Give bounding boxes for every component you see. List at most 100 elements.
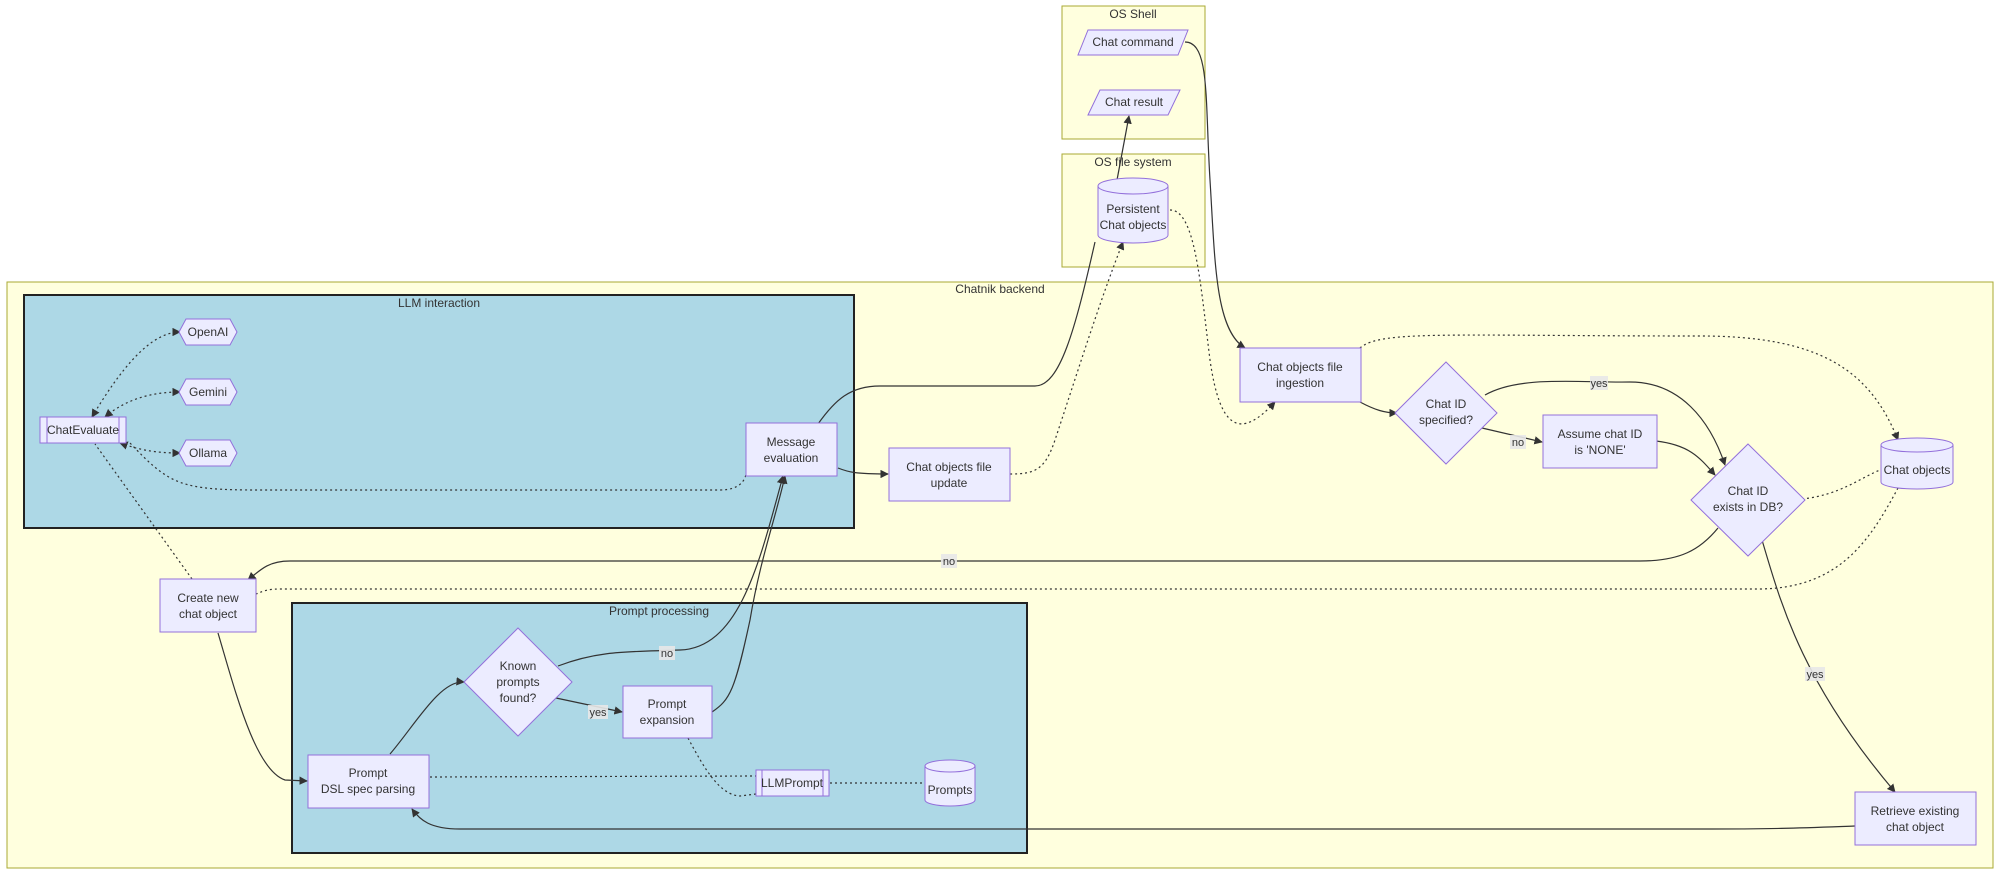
svg-text:Known: Known [500,659,537,673]
node-chat-id-specified[interactable]: Chat ID specified? [1394,361,1498,465]
cluster-llm-interaction-title: LLM interaction [398,296,480,310]
svg-text:found?: found? [500,691,537,705]
svg-text:exists in DB?: exists in DB? [1713,500,1783,514]
svg-text:Prompt: Prompt [648,697,687,711]
edge-db-to-chat-objects [1801,469,1881,500]
node-gemini[interactable]: Gemini [178,378,238,406]
svg-text:chat object: chat object [179,607,238,621]
node-chat-evaluate[interactable]: ChatEvaluate [39,416,127,444]
edge-label-yes-specified: yes [1590,376,1608,390]
edge-ingestion-to-chat-objects [1359,334,1900,441]
svg-text:yes: yes [1590,378,1608,390]
edge-chatevaluate-gemini [104,387,181,418]
node-chat-objects-file-update[interactable]: Chat objects file update [888,447,1011,502]
svg-text:Chat command: Chat command [1092,35,1173,49]
svg-text:no: no [1512,437,1524,449]
edge-persistent-to-result [1116,115,1132,181]
cluster-os-shell-title: OS Shell [1109,7,1156,21]
edge-label-no-db: no [941,554,957,568]
svg-text:Create new: Create new [177,591,239,605]
edge-dsl-to-llmprompt [429,775,757,778]
edge-ingestion-to-specified [1359,401,1398,418]
svg-text:specified?: specified? [1419,413,1473,427]
svg-text:no: no [661,648,673,660]
edge-persistent-to-ingestion [1169,209,1276,425]
edge-chatevaluate-ollama [119,441,181,458]
node-ollama[interactable]: Ollama [178,439,238,467]
edge-label-yes-db: yes [1805,667,1825,681]
svg-text:Chat objects: Chat objects [1100,218,1167,232]
svg-text:Chat objects: Chat objects [1884,463,1951,477]
node-assume-chat-id-none[interactable]: Assume chat ID is 'NONE' [1542,414,1658,469]
svg-text:ChatEvaluate: ChatEvaluate [47,423,119,437]
cluster-prompt-processing-title: Prompt processing [609,604,709,618]
svg-text:Chat ID: Chat ID [1728,484,1769,498]
edge-create-to-dsl [217,632,308,785]
svg-text:LLMPrompt: LLMPrompt [761,776,824,790]
svg-text:Prompt: Prompt [349,766,388,780]
edge-dsl-to-known [389,677,465,755]
node-prompts-db[interactable]: Prompts [924,759,976,807]
svg-text:Chat objects file: Chat objects file [906,460,992,474]
edge-chatevaluate-openai [91,327,181,418]
svg-text:Retrieve existing: Retrieve existing [1871,804,1960,818]
svg-text:evaluation: evaluation [764,451,819,465]
edge-expansion-to-llmprompt [687,737,757,797]
edge-label-no-known: no [659,646,675,660]
svg-text:DSL spec parsing: DSL spec parsing [321,782,415,796]
node-prompt-dsl-spec-parsing[interactable]: Prompt DSL spec parsing [307,754,430,809]
svg-text:no: no [943,556,955,568]
edge-assume-to-db [1655,440,1716,476]
node-llmprompt[interactable]: LLMPrompt [755,769,830,797]
node-prompt-expansion[interactable]: Prompt expansion [622,685,713,739]
edge-expansion-to-msgeval [711,475,788,713]
svg-text:prompts: prompts [496,675,539,689]
cluster-os-file-system: OS file system [1061,153,1206,268]
node-message-evaluation[interactable]: Message evaluation [745,422,838,477]
node-known-prompts-found[interactable]: Known prompts found? [463,627,573,737]
node-chat-id-exists-in-db[interactable]: Chat ID exists in DB? [1690,443,1806,557]
svg-text:Chat result: Chat result [1105,95,1164,109]
node-persistent-chat-objects[interactable]: Persistent Chat objects [1097,177,1169,244]
svg-text:Message: Message [767,435,816,449]
edge-command-to-ingestion [1184,41,1246,349]
svg-text:Persistent: Persistent [1106,202,1160,216]
edge-db-to-retrieve-yes [1761,539,1896,793]
node-chat-command[interactable]: Chat command [1077,29,1189,56]
edge-retrieve-to-dsl [411,808,1856,830]
svg-text:Chat ID: Chat ID [1426,397,1467,411]
svg-text:expansion: expansion [640,713,695,727]
svg-text:yes: yes [589,707,607,719]
edge-specified-to-db-yes [1484,380,1727,466]
svg-text:OpenAI: OpenAI [188,325,229,339]
node-create-new-chat-object[interactable]: Create new chat object [159,578,257,633]
svg-text:Chat objects file: Chat objects file [1257,360,1343,374]
svg-text:Assume chat ID: Assume chat ID [1558,427,1643,441]
svg-text:Gemini: Gemini [189,385,227,399]
svg-text:Prompts: Prompts [928,783,973,797]
node-retrieve-existing-chat-object[interactable]: Retrieve existing chat object [1854,791,1977,846]
cluster-os-shell: OS Shell [1061,5,1206,140]
svg-text:yes: yes [1806,669,1824,681]
edge-msgeval-to-persistent [817,241,1096,425]
edge-db-to-create-no [247,527,1719,581]
edges [91,41,1900,830]
edge-known-to-msgeval-no [557,475,786,667]
edge-label-yes-known: yes [588,705,608,719]
node-chat-objects-db[interactable]: Chat objects [1880,437,1954,490]
cluster-llm-interaction: LLM interaction [23,294,855,529]
cluster-os-file-system-title: OS file system [1094,155,1171,169]
node-chat-result[interactable]: Chat result [1087,89,1181,116]
cluster-chatnik-backend-title: Chatnik backend [955,282,1044,296]
edge-msgeval-to-update [837,467,889,479]
node-chat-objects-file-ingestion[interactable]: Chat objects file ingestion [1239,347,1362,403]
node-openai[interactable]: OpenAI [178,318,238,346]
svg-text:ingestion: ingestion [1276,376,1324,390]
svg-text:chat object: chat object [1886,820,1945,834]
edge-label-no-specified: no [1510,435,1526,449]
svg-text:Ollama: Ollama [189,446,227,460]
edge-chatevaluate-msgeval [129,442,747,491]
svg-text:update: update [931,476,968,490]
svg-text:is 'NONE': is 'NONE' [1574,443,1625,457]
